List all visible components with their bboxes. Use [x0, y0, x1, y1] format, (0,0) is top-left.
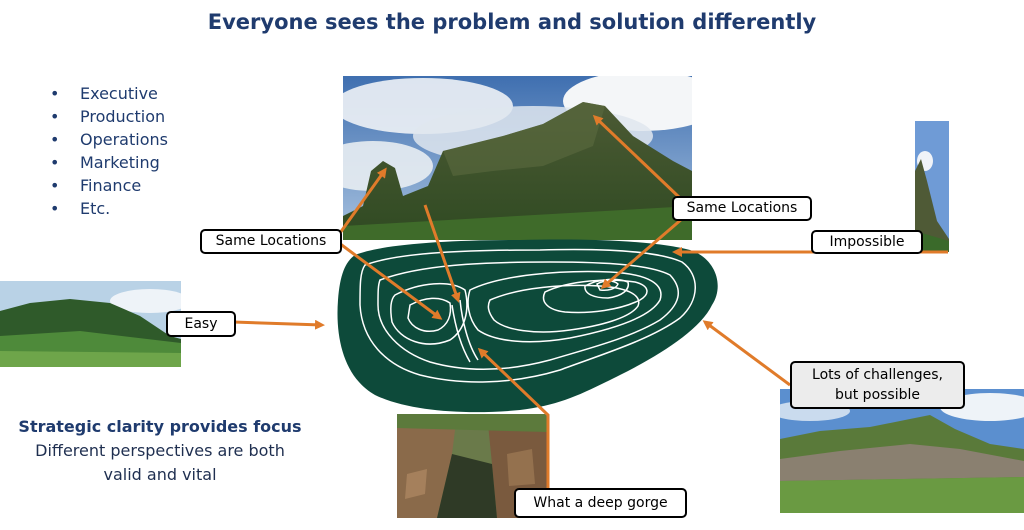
- cliff-range-photo: [780, 389, 1024, 513]
- arrow-same-left-to-map-2: [423, 204, 461, 303]
- perspective-item: Marketing: [50, 151, 168, 174]
- callout-easy: Easy: [166, 311, 236, 337]
- perspective-list: Executive Production Operations Marketin…: [50, 82, 168, 220]
- arrow-easy: [232, 319, 325, 330]
- perspective-item: Operations: [50, 128, 168, 151]
- footer-line-2: valid and vital: [103, 465, 217, 484]
- callout-label: What a deep gorge: [533, 495, 668, 511]
- callout-gorge: What a deep gorge: [514, 488, 687, 518]
- callout-same-locations-right: Same Locations: [672, 196, 812, 221]
- green-hill-photo: [0, 281, 181, 367]
- map-shape: [337, 239, 718, 413]
- mountain-landscape-photo: [343, 76, 692, 240]
- perspective-item: Etc.: [50, 197, 168, 220]
- callout-challenges: Lots of challenges, but possible: [790, 361, 965, 409]
- arrow-challenges: [702, 320, 791, 387]
- perspective-item: Executive: [50, 82, 168, 105]
- slide-title: Everyone sees the problem and solution d…: [207, 10, 817, 34]
- arrow-same-right-to-map: [600, 210, 691, 289]
- arrow-gorge: [477, 347, 550, 492]
- footer-line-1: Different perspectives are both: [35, 441, 285, 460]
- arrow-same-right-to-peak: [592, 114, 682, 200]
- footer-headline: Strategic clarity provides focus: [18, 417, 302, 436]
- arrow-same-left-to-spire: [333, 167, 387, 241]
- callout-label: Same Locations: [686, 200, 798, 216]
- callout-label-line1: Lots of challenges,: [812, 367, 943, 383]
- callout-label: Easy: [184, 316, 218, 332]
- perspective-item: Finance: [50, 174, 168, 197]
- callout-impossible: Impossible: [811, 230, 923, 254]
- rock-spire-photo: [915, 121, 949, 252]
- strategic-clarity-text: Strategic clarity provides focus Differe…: [10, 415, 310, 487]
- callout-label-line2: but possible: [834, 387, 921, 403]
- perspective-item: Production: [50, 105, 168, 128]
- callout-label: Same Locations: [215, 233, 327, 249]
- callout-same-locations-left: Same Locations: [200, 229, 342, 254]
- callout-label: Impossible: [829, 234, 905, 250]
- arrow-same-left-to-map: [334, 238, 443, 320]
- contour-lines: [359, 248, 696, 383]
